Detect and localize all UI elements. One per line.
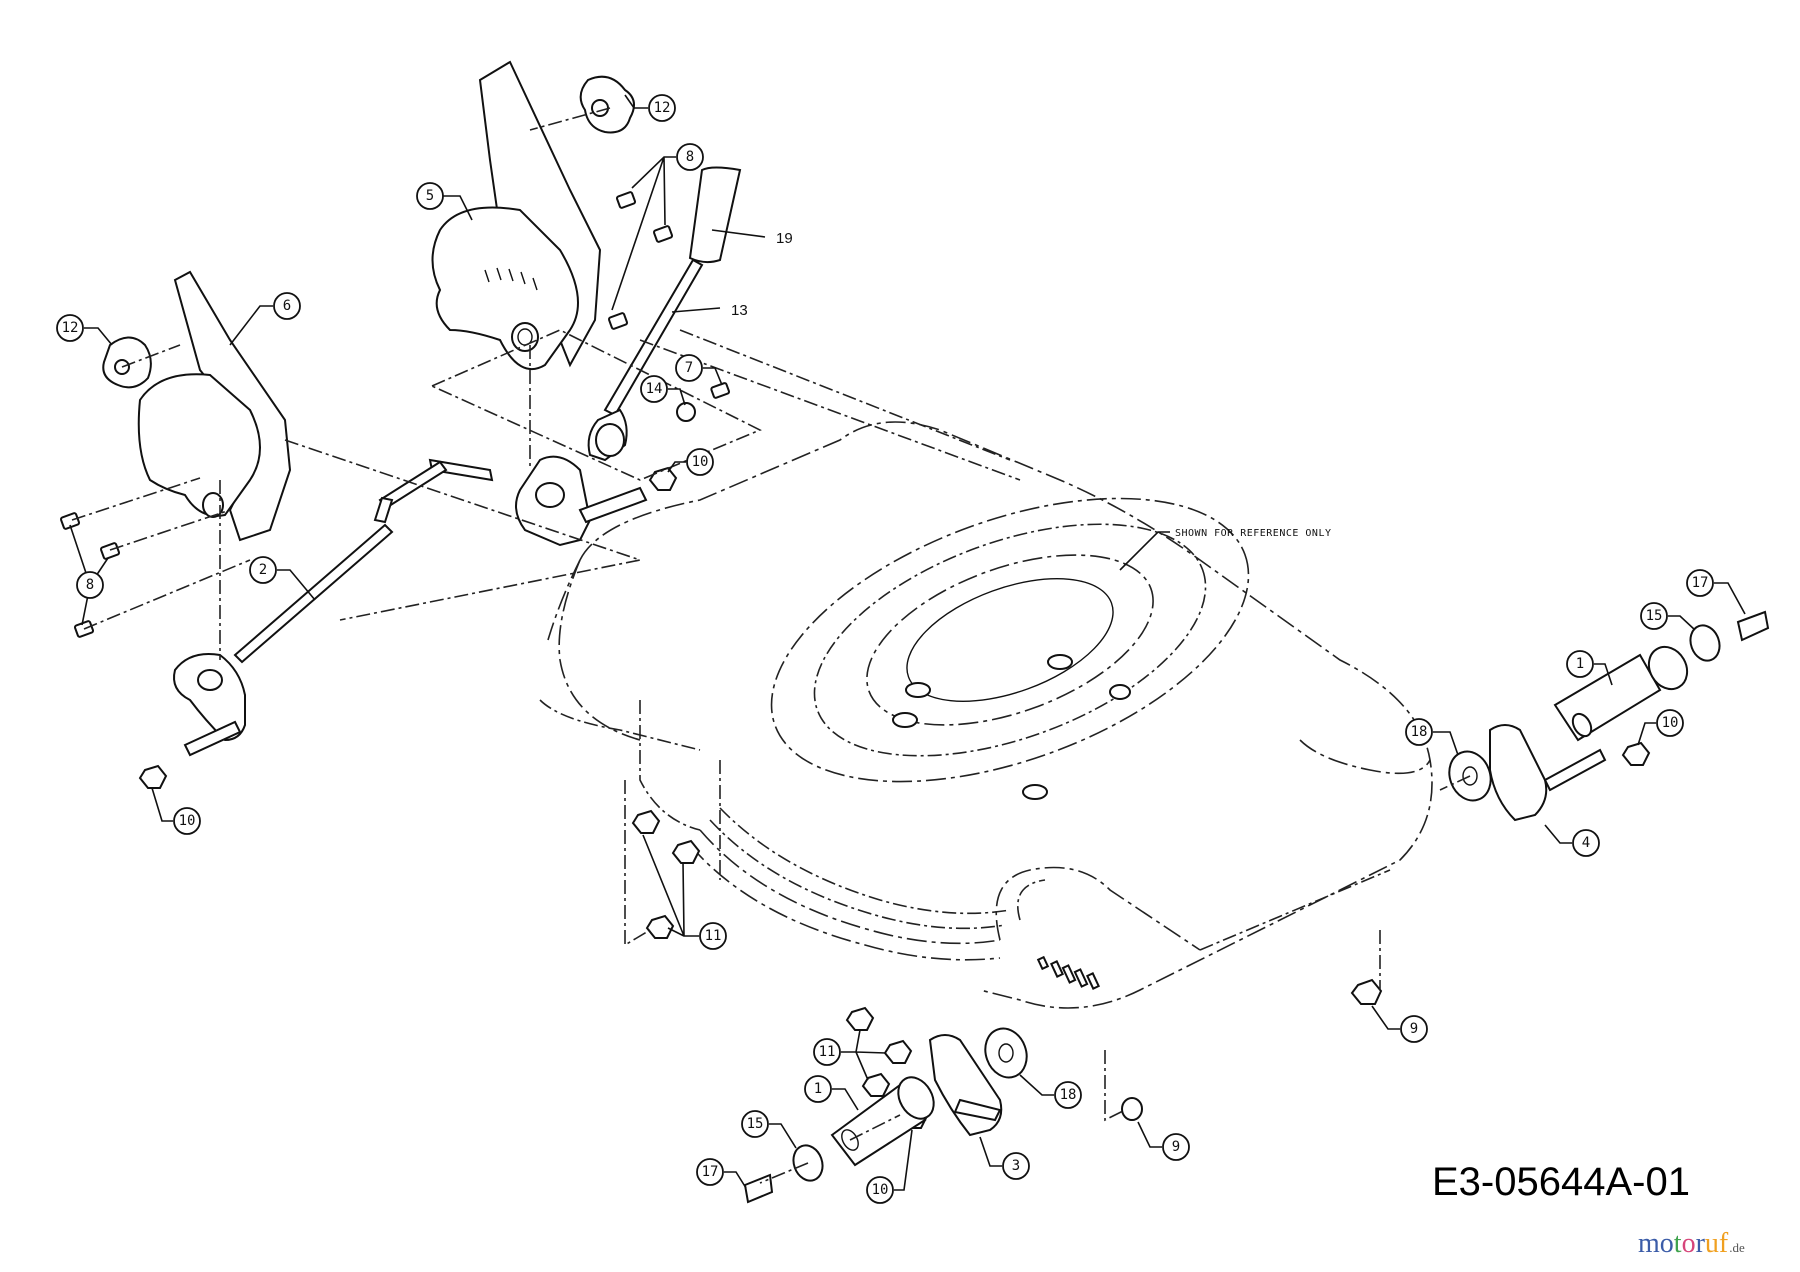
watermark-letter: t xyxy=(1673,1228,1682,1259)
svg-text:18: 18 xyxy=(1411,724,1428,740)
callout-15-front: 15 xyxy=(741,1110,797,1149)
pivot-plate xyxy=(515,455,648,547)
left-height-bracket xyxy=(137,270,292,542)
knob-right xyxy=(579,75,635,134)
watermark-letter: o xyxy=(1659,1228,1674,1259)
svg-text:15: 15 xyxy=(747,1116,764,1132)
callout-10-front: 10 xyxy=(866,1129,913,1204)
callout-10-right: 10 xyxy=(1637,709,1684,746)
callout-12-left: 12 xyxy=(56,314,113,346)
svg-text:3: 3 xyxy=(1012,1158,1020,1174)
bolts-8 xyxy=(59,191,674,638)
callout-2: 2 xyxy=(249,556,316,601)
svg-text:10: 10 xyxy=(872,1182,889,1198)
callout-4: 4 xyxy=(1544,824,1600,857)
svg-text:9: 9 xyxy=(1410,1021,1418,1037)
callout-1-right: 1 xyxy=(1566,650,1613,686)
callout-7: 7 xyxy=(675,354,723,386)
svg-text:12: 12 xyxy=(62,320,79,336)
svg-text:6: 6 xyxy=(283,298,291,314)
drawing-number: E3-05644A-01 xyxy=(1432,1160,1690,1204)
svg-text:12: 12 xyxy=(654,100,671,116)
callout-11-mid: 11 xyxy=(642,834,727,950)
left-adjuster-arm xyxy=(173,653,246,757)
callout-17-front: 17 xyxy=(696,1158,747,1189)
assembly-lines xyxy=(71,107,1471,1184)
svg-text:19: 19 xyxy=(776,230,793,247)
svg-text:5: 5 xyxy=(426,188,434,204)
mower-deck: SHOWN FOR REFERENCE ONLY xyxy=(539,421,1433,1009)
washer-bolt-7-14 xyxy=(676,382,731,422)
svg-text:7: 7 xyxy=(685,360,693,376)
svg-text:11: 11 xyxy=(705,928,722,944)
callout-18-front: 18 xyxy=(1019,1074,1082,1109)
callout-1-front: 1 xyxy=(804,1075,859,1111)
callout-3: 3 xyxy=(979,1136,1030,1180)
svg-text:9: 9 xyxy=(1172,1139,1180,1155)
svg-text:10: 10 xyxy=(179,813,196,829)
callout-18-right: 18 xyxy=(1405,718,1459,756)
callout-6: 6 xyxy=(229,292,301,346)
right-rear-wheel-hardware xyxy=(1448,610,1770,822)
svg-text:1: 1 xyxy=(1576,656,1584,672)
svg-text:10: 10 xyxy=(1662,715,1679,731)
callout-11-lower: 11 xyxy=(813,1029,887,1081)
svg-text:2: 2 xyxy=(259,562,267,578)
motor-mount-bosses xyxy=(892,654,1131,800)
callout-10-left: 10 xyxy=(151,787,201,835)
callout-8-top: 8 xyxy=(611,143,704,311)
callout-10-upper: 10 xyxy=(667,448,714,476)
svg-text:10: 10 xyxy=(692,454,709,470)
svg-text:13: 13 xyxy=(731,302,748,319)
svg-text:17: 17 xyxy=(1692,575,1709,591)
height-lever xyxy=(587,166,742,462)
svg-text:8: 8 xyxy=(686,149,694,165)
svg-text:4: 4 xyxy=(1582,835,1590,851)
knob-left xyxy=(102,336,152,389)
svg-text:15: 15 xyxy=(1646,608,1663,624)
svg-text:8: 8 xyxy=(86,577,94,593)
reference-note: SHOWN FOR REFERENCE ONLY xyxy=(1175,528,1332,539)
callout-15-right: 15 xyxy=(1640,602,1696,631)
callout-12-top: 12 xyxy=(624,94,676,122)
axle-rod xyxy=(233,458,494,664)
svg-text:18: 18 xyxy=(1060,1087,1077,1103)
watermark-letter: m xyxy=(1638,1228,1660,1259)
callout-5: 5 xyxy=(416,182,473,221)
callout-19: 19 xyxy=(711,229,793,247)
callout-17-right: 17 xyxy=(1686,569,1746,615)
watermark-tld: .de xyxy=(1729,1240,1745,1255)
callout-13: 13 xyxy=(671,302,748,319)
vent-slots xyxy=(1036,955,1101,990)
svg-text:11: 11 xyxy=(819,1044,836,1060)
callout-8-left: 8 xyxy=(69,524,109,626)
callouts: 12 8 5 19 13 6 xyxy=(56,94,1746,1204)
watermark-letter: o xyxy=(1681,1228,1696,1259)
svg-text:1: 1 xyxy=(814,1081,822,1097)
nuts-11 xyxy=(631,809,913,1097)
callout-9-right: 9 xyxy=(1371,1005,1428,1043)
right-height-bracket xyxy=(431,60,602,370)
svg-text:17: 17 xyxy=(702,1164,719,1180)
callout-9-front: 9 xyxy=(1137,1121,1190,1161)
watermark-letter: f xyxy=(1718,1228,1729,1259)
watermark-letter: u xyxy=(1704,1228,1719,1259)
watermark-letter: r xyxy=(1695,1228,1705,1259)
callout-14: 14 xyxy=(640,375,686,406)
flange-nuts-9 xyxy=(1121,978,1383,1121)
svg-text:14: 14 xyxy=(646,381,663,397)
watermark-logo: motoruf.de xyxy=(1638,1228,1745,1260)
